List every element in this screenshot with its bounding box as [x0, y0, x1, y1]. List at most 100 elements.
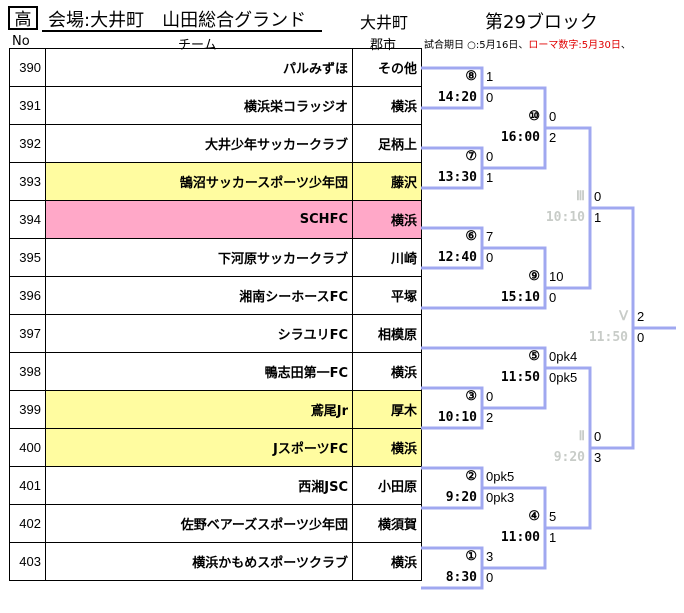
score-bottom: 0 — [637, 330, 645, 345]
match-time: 11:00 — [500, 530, 540, 545]
match-time: 8:30 — [445, 570, 477, 585]
match-time: 11:50 — [588, 330, 628, 345]
team-name: シラユリFC — [45, 314, 353, 353]
team-city: 横浜 — [352, 428, 422, 467]
score-top: 0 — [486, 149, 494, 164]
title-underline — [42, 30, 322, 32]
team-no: 402 — [9, 504, 46, 543]
team-city: 足柄上 — [352, 124, 422, 163]
score-bottom: 2 — [549, 130, 557, 145]
match-number: ④ — [528, 509, 540, 524]
bracket-m2r — [545, 366, 592, 530]
venue-title: 会場:大井町 山田総合グランド — [48, 10, 307, 31]
score-bottom: 1 — [549, 530, 557, 545]
note-tail: 、 — [620, 40, 631, 51]
team-city: 横浜 — [352, 542, 422, 581]
match-time: 13:30 — [437, 170, 477, 185]
score-bottom: 0 — [549, 290, 557, 305]
team-no: 399 — [9, 390, 46, 429]
score-top: 5 — [549, 509, 557, 524]
block-title: 第29ブロック — [485, 12, 598, 33]
match-number: ③ — [465, 389, 477, 404]
score-top: 0pk5 — [486, 469, 515, 484]
team-city: 横浜 — [352, 352, 422, 391]
score-top: 10 — [549, 269, 564, 284]
match-number: ① — [465, 549, 477, 564]
score-bottom: 0 — [486, 570, 494, 585]
score-top: 1 — [486, 69, 494, 84]
team-name: 鳶尾Jr — [45, 390, 353, 429]
team-name: 鴨志田第一FC — [45, 352, 353, 391]
score-top: 2 — [637, 309, 645, 324]
team-no: 392 — [9, 124, 46, 163]
score-top: 0 — [594, 189, 602, 204]
match-number: ② — [465, 469, 477, 484]
score-bottom: 2 — [486, 410, 494, 425]
team-name: 横浜かもめスポーツクラブ — [45, 542, 353, 581]
match-time: 10:10 — [545, 210, 585, 225]
score-top: 0pk4 — [549, 349, 578, 364]
match-time: 15:10 — [500, 290, 540, 305]
team-no: 391 — [9, 86, 46, 125]
team-no: 401 — [9, 466, 46, 505]
score-bottom: 1 — [594, 210, 602, 225]
match-time: 16:00 — [500, 130, 540, 145]
match-number: ⑩ — [528, 109, 540, 124]
team-name: 鵠沼サッカースポーツ少年団 — [45, 162, 353, 201]
team-city: 相模原 — [352, 314, 422, 353]
team-no: 396 — [9, 276, 46, 315]
match-time: 9:20 — [445, 490, 477, 505]
col-no-header: No — [12, 34, 30, 49]
match-time: 11:50 — [500, 370, 540, 385]
schedule-note: 試合期日 ○:5月16日、ローマ数字:5月30日、 — [424, 36, 631, 51]
note-dates: 試合期日 ○:5月16日、 — [424, 40, 529, 51]
team-city: その他 — [352, 48, 422, 87]
town-label: 大井町 — [360, 13, 409, 32]
score-bottom: 0pk5 — [549, 370, 578, 385]
bracket-m5 — [421, 346, 547, 410]
match-time: 10:10 — [437, 410, 477, 425]
team-no: 395 — [9, 238, 46, 277]
score-bottom: 0pk3 — [486, 490, 515, 505]
match-number: ⑨ — [528, 269, 540, 284]
bracket-m5r — [590, 206, 635, 450]
match-number: Ⅱ — [578, 429, 585, 444]
note-roman: ローマ数字:5月30日 — [528, 40, 621, 51]
team-name: SCHFC — [45, 200, 353, 239]
team-city: 横浜 — [352, 86, 422, 125]
match-time: 9:20 — [553, 450, 585, 465]
team-no: 394 — [9, 200, 46, 239]
bracket-m3 — [421, 386, 484, 430]
match-time: 14:20 — [437, 90, 477, 105]
match-number: ⑦ — [465, 149, 477, 164]
score-bottom: 1 — [486, 170, 494, 185]
team-city: 横浜 — [352, 200, 422, 239]
score-top: 3 — [486, 549, 494, 564]
score-top: 0 — [549, 109, 557, 124]
team-city: 藤沢 — [352, 162, 422, 201]
team-city: 厚木 — [352, 390, 422, 429]
team-name: 西湘JSC — [45, 466, 353, 505]
match-number: ⑤ — [528, 349, 540, 364]
score-bottom: 3 — [594, 450, 602, 465]
team-name: パルみずほ — [45, 48, 353, 87]
score-bottom: 0 — [486, 250, 494, 265]
team-city: 小田原 — [352, 466, 422, 505]
score-bottom: 0 — [486, 90, 494, 105]
score-top: 0 — [594, 429, 602, 444]
